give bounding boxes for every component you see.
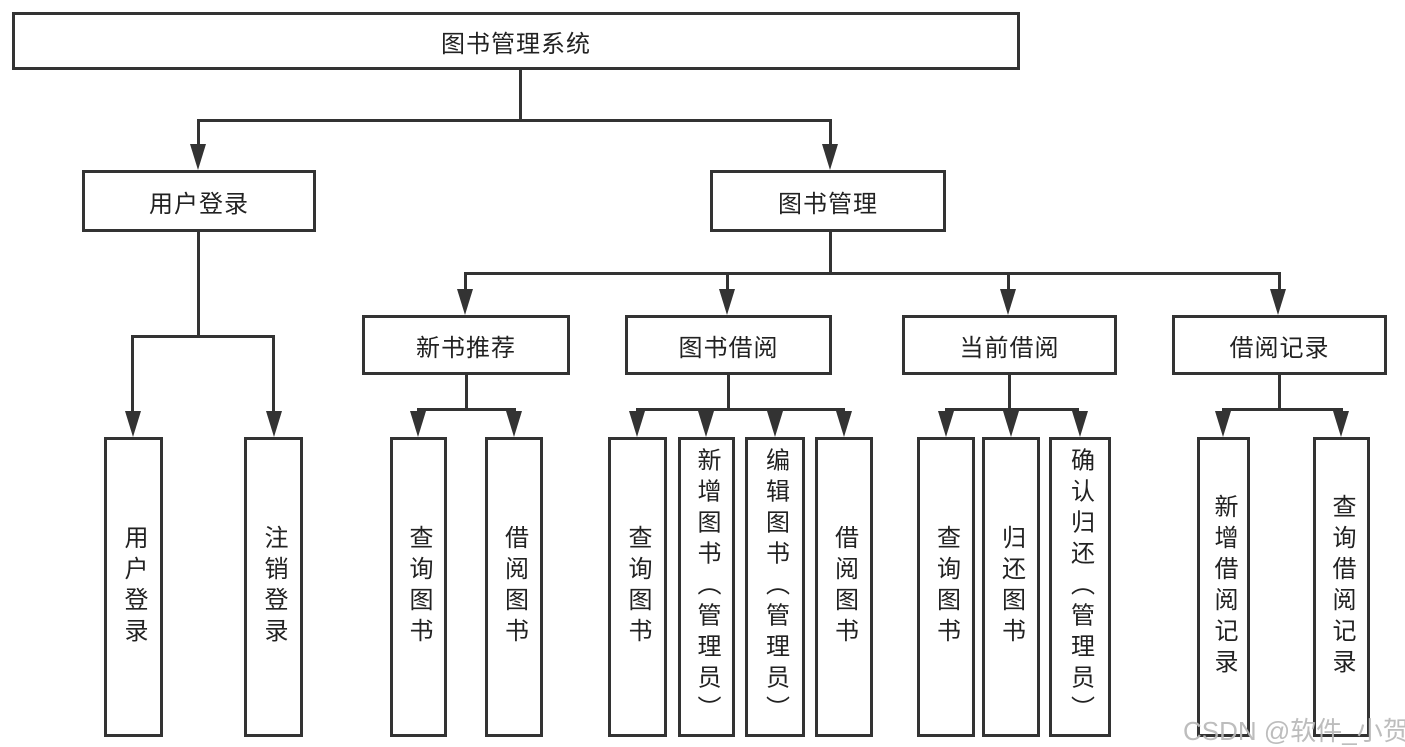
node-library-system: 图书管理系统 [12,12,1020,70]
leaf-logout-label: 注销登录 [260,525,287,649]
arrowhead-records [1270,289,1286,315]
connector-records-stem [1278,375,1281,410]
node-new-book-recommend-label: 新书推荐 [416,334,516,362]
arrowhead-userlogin [190,144,206,170]
leaf-current-return-books: 归还图书 [982,437,1040,737]
node-new-book-recommend: 新书推荐 [362,315,570,375]
leaf-records-query-record-label: 查询借阅记录 [1328,494,1355,680]
connector-bookmgmt-drop [829,119,832,148]
arrowhead-current-return [1003,411,1019,437]
arrowhead-login-leaf [125,411,141,437]
arrowhead-current-confirm [1072,411,1088,437]
leaf-borrow-borrow-books-label: 借阅图书 [830,525,858,649]
connector-borrow-drop [726,272,729,292]
arrowhead-records-query [1333,411,1349,437]
connector-root-stem [519,70,522,120]
leaf-current-query-books: 查询图书 [917,437,975,737]
leaf-records-add-record: 新增借阅记录 [1197,437,1250,737]
connector-level3-rail [464,272,1281,275]
leaf-current-return-books-label: 归还图书 [997,525,1025,649]
arrowhead-borrow-borrow [836,411,852,437]
leaf-records-query-record: 查询借阅记录 [1313,437,1370,737]
connector-newbook-stem [465,375,468,410]
leaf-records-add-record-label: 新增借阅记录 [1210,494,1237,680]
connector-current-rail [945,408,1079,411]
leaf-current-confirm-return-admin-label: 确认归还（管理员） [1066,447,1094,727]
node-book-borrowing-label: 图书借阅 [678,334,779,362]
leaf-newbook-query-books-label: 查询图书 [405,525,432,649]
node-book-management-label: 图书管理 [778,190,878,218]
connector-records-rail [1222,408,1343,411]
leaf-borrow-add-books-admin: 新增图书（管理员） [678,437,735,737]
arrowhead-borrow [719,289,735,315]
arrowhead-records-add [1215,411,1231,437]
node-borrowing-records-label: 借阅记录 [1229,334,1330,362]
leaf-newbook-borrow-books: 借阅图书 [485,437,543,737]
connector-bookmgmt-stem [829,232,832,275]
arrowhead-borrow-query [629,411,645,437]
leaf-newbook-borrow-books-label: 借阅图书 [500,525,528,649]
node-user-login-label: 用户登录 [149,190,249,218]
leaf-current-query-books-label: 查询图书 [932,525,960,649]
node-book-borrowing: 图书借阅 [625,315,832,375]
arrowhead-current [1000,289,1016,315]
leaf-borrow-edit-books-admin-label: 编辑图书（管理员） [761,447,789,727]
leaf-newbook-query-books: 查询图书 [390,437,447,737]
connector-current-stem [1008,375,1011,410]
node-library-system-label: 图书管理系统 [441,30,591,58]
leaf-user-login: 用户登录 [104,437,163,737]
node-borrowing-records: 借阅记录 [1172,315,1387,375]
connector-userlogin-stem [197,232,200,338]
connector-level2-rail [197,119,832,122]
node-current-borrowing-label: 当前借阅 [959,334,1060,362]
leaf-current-confirm-return-admin: 确认归还（管理员） [1049,437,1111,737]
arrowhead-borrow-add [698,411,714,437]
arrowhead-borrow-edit [767,411,783,437]
node-user-login: 用户登录 [82,170,316,232]
arrowhead-bookmgmt [822,144,838,170]
node-book-management: 图书管理 [710,170,946,232]
leaf-borrow-borrow-books: 借阅图书 [815,437,873,737]
arrowhead-logout-leaf [266,411,282,437]
connector-current-drop [1007,272,1010,292]
arrowhead-current-query [938,411,954,437]
connector-borrow-rail [636,408,845,411]
connector-userlogin-rail [131,335,275,338]
leaf-borrow-query-books-label: 查询图书 [624,525,651,649]
leaf-borrow-add-books-admin-label: 新增图书（管理员） [693,447,720,727]
connector-borrow-stem [727,375,730,410]
connector-newbook-rail [417,408,516,411]
connector-logout-leaf-drop [272,335,275,413]
arrowhead-newbook-query [410,411,426,437]
leaf-borrow-edit-books-admin: 编辑图书（管理员） [745,437,805,737]
arrowhead-newbook-borrow [506,411,522,437]
connector-login-leaf-drop [131,335,134,413]
leaf-borrow-query-books: 查询图书 [608,437,667,737]
connector-userlogin-drop [197,119,200,148]
csdn-watermark: CSDN @软件_小贺同学 [1183,716,1405,746]
connector-newbook-drop [464,272,467,292]
leaf-user-login-label: 用户登录 [120,525,147,649]
node-current-borrowing: 当前借阅 [902,315,1117,375]
connector-records-drop [1278,272,1281,292]
arrowhead-newbook [457,289,473,315]
leaf-logout: 注销登录 [244,437,303,737]
